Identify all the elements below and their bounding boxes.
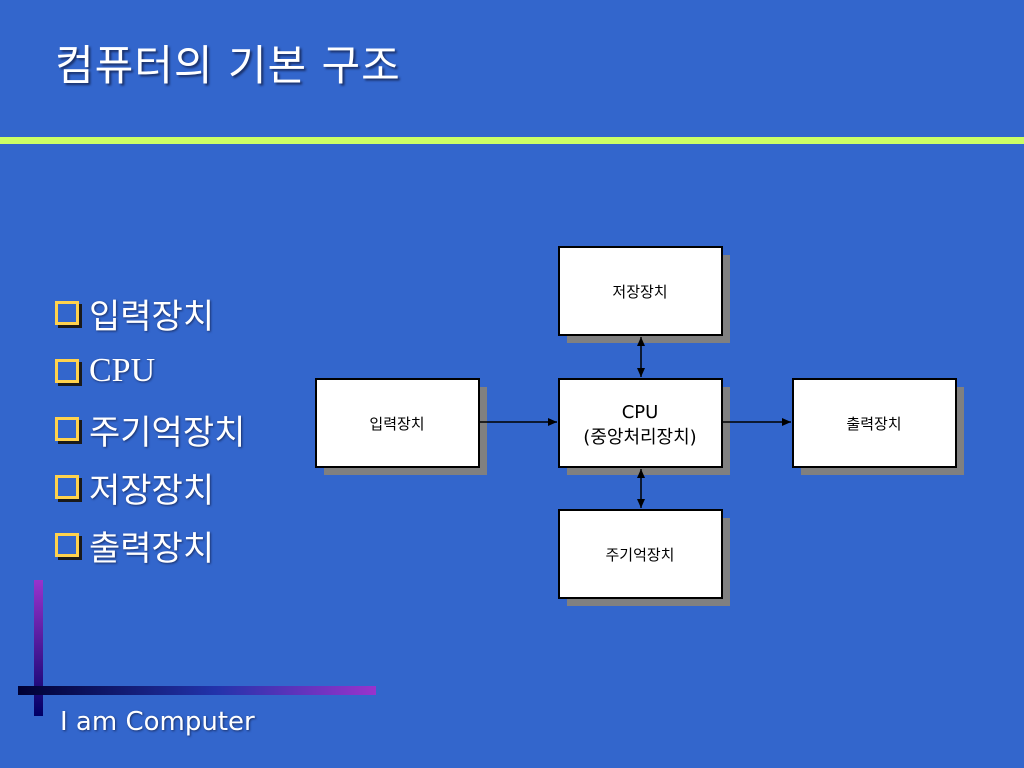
bullet-text: 주기억장치	[89, 412, 246, 453]
input-box	[315, 378, 480, 468]
checkbox-bullet-icon	[55, 475, 79, 499]
checkbox-bullet-icon	[55, 301, 79, 325]
cpu-box	[558, 378, 723, 468]
storage-box	[558, 246, 723, 336]
checkbox-bullet-icon	[55, 533, 79, 557]
bullet-item: 출력장치	[55, 516, 245, 574]
memory-box	[558, 509, 723, 599]
title-divider	[0, 137, 1024, 144]
input-label: 입력장치	[369, 415, 424, 433]
output-label: 출력장치	[846, 415, 901, 433]
storage-label: 저장장치	[612, 283, 667, 301]
bullet-text: CPU	[89, 352, 156, 389]
bullet-item: 입력장치	[55, 284, 245, 342]
bullet-text: 출력장치	[89, 528, 215, 569]
checkbox-bullet-icon	[55, 359, 79, 383]
slide-title: 컴퓨터의 기본 구조	[55, 41, 401, 90]
bullet-item: CPU	[55, 342, 245, 400]
cpu-label: CPU	[622, 402, 659, 423]
bullet-list: 입력장치 CPU 주기억장치 저장장치 출력장치	[55, 284, 245, 574]
cpu-sublabel: (중앙처리장치)	[583, 427, 696, 448]
slide-footer: I am Computer	[60, 707, 255, 737]
decorative-horizontal-bar	[18, 686, 376, 695]
output-box	[792, 378, 957, 468]
bullet-item: 저장장치	[55, 458, 245, 516]
memory-label: 주기억장치	[605, 546, 674, 564]
decorative-vertical-bar	[34, 580, 43, 716]
bullet-text: 입력장치	[89, 296, 215, 337]
bullet-item: 주기억장치	[55, 400, 245, 458]
bullet-text: 저장장치	[89, 470, 215, 511]
checkbox-bullet-icon	[55, 417, 79, 441]
